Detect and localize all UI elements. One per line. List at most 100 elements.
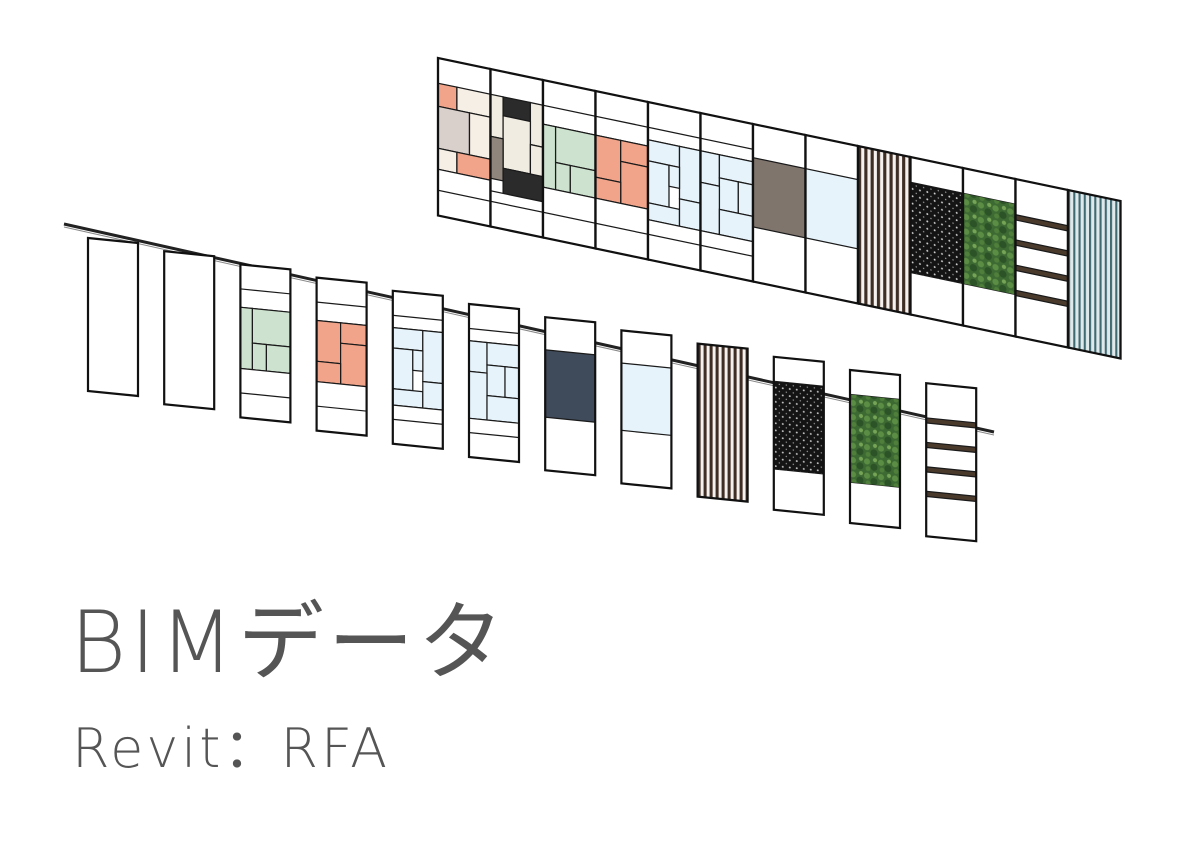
panel-wrapper [925, 381, 978, 543]
panel-wrapper [646, 100, 702, 272]
panel-greenery-10 [848, 368, 902, 530]
panel-cell [504, 366, 520, 400]
front-row-panels [63, 222, 995, 543]
panel-cell [489, 135, 504, 182]
panel-grid_g-1 [163, 249, 216, 411]
panel-wrapper [848, 368, 902, 530]
panel-cell [620, 160, 649, 210]
panel-cell [668, 164, 681, 190]
panel-frame [87, 237, 139, 397]
stripe-fill [1067, 189, 1122, 360]
greenery-fill [850, 394, 900, 488]
panel-cell [316, 360, 342, 385]
panel-outline [1066, 188, 1122, 360]
panel-greenery-10 [961, 166, 1017, 338]
panel-cell [489, 93, 504, 140]
panel-cell [486, 394, 520, 424]
panel-cell [437, 105, 471, 156]
panel-cell [529, 143, 544, 178]
panel-grid_c-2 [541, 78, 597, 250]
panel-wrapper [772, 355, 825, 517]
panel-wrapper [751, 122, 807, 294]
panel-cell [392, 326, 424, 352]
panel-outline [544, 315, 597, 477]
panel-cell [239, 367, 291, 399]
panel-solid-7 [620, 329, 673, 490]
panel-frame [1014, 178, 1069, 349]
panel-outline [848, 368, 902, 530]
panel-cell [486, 364, 506, 399]
panel-wrapper [620, 329, 673, 490]
panel-cell [340, 342, 368, 388]
panel-outline [772, 355, 825, 517]
panel-cell [251, 342, 267, 372]
panel-solid-7 [804, 133, 860, 305]
panel-cell [316, 319, 342, 365]
panel-perforated-9 [909, 155, 965, 327]
slat-fill [857, 145, 912, 316]
panel-outline [86, 236, 140, 398]
panel-striped-12 [1066, 188, 1122, 360]
panel-outline [163, 249, 216, 411]
panel-grid_a-0 [436, 56, 492, 228]
perforation-fill [773, 381, 824, 474]
partition-panels-illustration [63, 56, 1122, 543]
panel-cell [251, 307, 291, 348]
greenery-fill [963, 193, 1016, 295]
panel-wrapper [696, 342, 749, 503]
panel-cell [594, 134, 622, 184]
panel-cell [437, 82, 458, 112]
panel-wrapper [467, 302, 521, 464]
panel-slats-8 [856, 144, 912, 316]
panel-grid_e2-5 [467, 302, 521, 464]
panel-cell [647, 160, 670, 208]
panel-perforated-9 [772, 355, 825, 517]
panel-outline [239, 263, 292, 424]
page-subtitle: Revit：RFA [72, 717, 391, 780]
panel-outline [620, 329, 673, 490]
panel-cell [699, 181, 721, 236]
panel-wrapper [541, 78, 597, 250]
back-row-panels [436, 56, 1122, 360]
panel-wrapper [489, 67, 545, 239]
panel-grid_e-4 [391, 289, 444, 451]
panel-wrapper [1014, 177, 1070, 349]
panel-wrapper [909, 155, 965, 327]
panel-grid_d-3 [594, 89, 650, 261]
slat-fill [696, 342, 749, 503]
panel-grid_e2-5 [699, 111, 755, 283]
panel-cell [699, 150, 721, 188]
panel-cell [412, 349, 424, 372]
panel-cell [678, 145, 702, 205]
panel-wrapper [239, 263, 292, 424]
panel-wrapper [315, 276, 368, 437]
panel-frame [925, 382, 977, 542]
panel-shelves-11 [1014, 177, 1070, 349]
panel-cell [554, 161, 571, 194]
panel-outline [925, 381, 978, 543]
panel-outline [467, 302, 521, 464]
panel-cell [468, 370, 488, 421]
panel-cell [718, 177, 739, 215]
panel-wrapper [856, 144, 912, 316]
panel-cell [544, 349, 596, 423]
panel-cell [486, 341, 520, 369]
panel-wrapper [391, 289, 444, 451]
page-title: BIMデータ [70, 593, 508, 693]
top-rail [63, 222, 995, 434]
panel-wrapper [961, 166, 1017, 338]
panel-grid_f-0 [86, 236, 140, 398]
panel-wrapper [804, 133, 860, 305]
panel-shelves-11 [925, 381, 978, 543]
panel-cell [422, 329, 444, 385]
panel-cell [804, 167, 859, 250]
panel-solid-6 [544, 315, 597, 477]
panel-cell [737, 181, 754, 218]
panel-slats-8 [696, 342, 749, 503]
panel-cell [678, 198, 702, 232]
panel-cell [316, 380, 368, 412]
panel-wrapper [163, 249, 216, 411]
top-rail-edge [63, 226, 995, 436]
panel-solid-6 [751, 122, 807, 294]
panel-grid_e-4 [646, 100, 702, 272]
